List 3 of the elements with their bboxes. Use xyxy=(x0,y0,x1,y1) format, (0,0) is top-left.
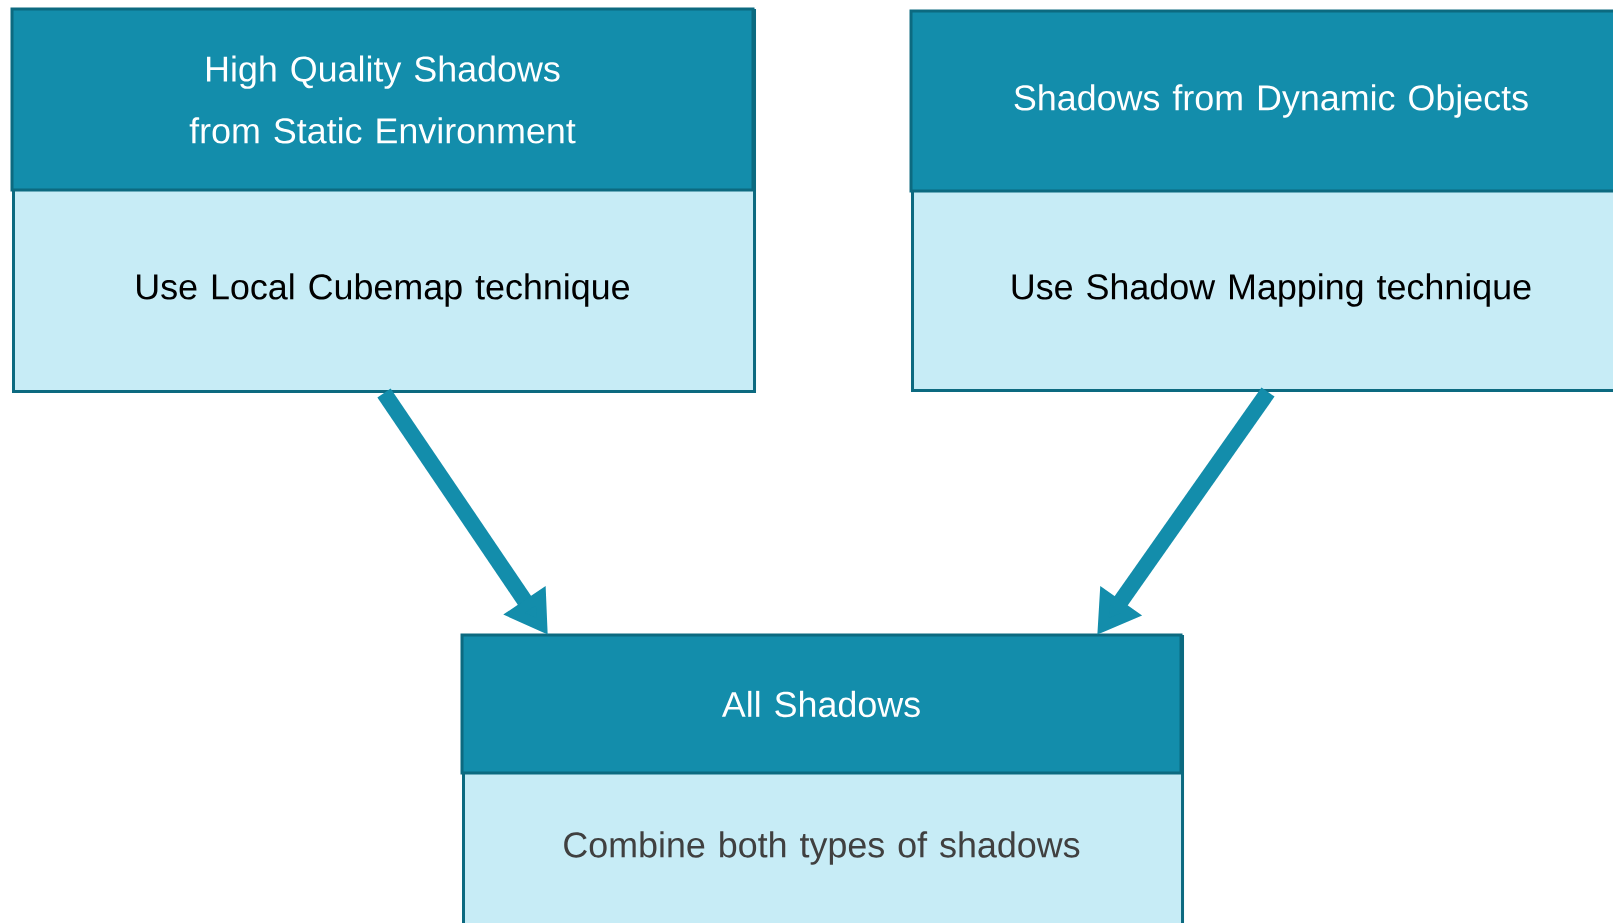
process-box: Shadows from Dynamic Objects Use Shadow Mapping technique xyxy=(909,9,1613,392)
process-box: High Quality Shadows from Static Environment Use Local Cubemap technique xyxy=(10,7,756,393)
process-box: All Shadows Combine both types of shadows xyxy=(460,633,1185,923)
